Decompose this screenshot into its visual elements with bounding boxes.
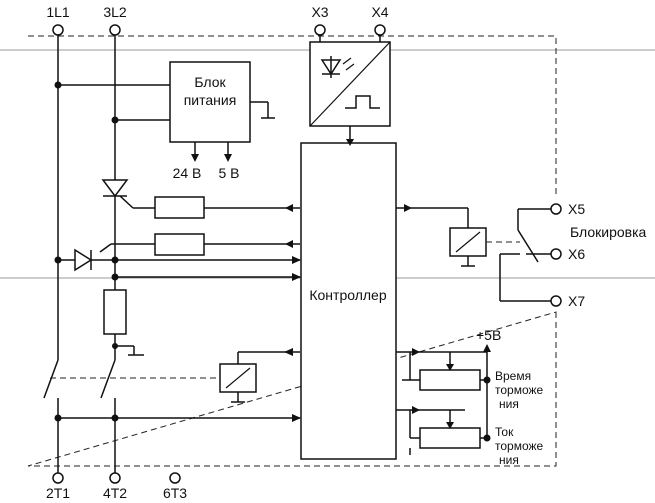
brake-current-label-line1: Ток [495,425,514,439]
thyristor-2 [58,233,300,272]
terminal-2T1[interactable]: 2T1 [46,472,70,501]
brake-time-label-line3: ния [499,397,519,411]
terminal-X4-label: X4 [371,4,388,20]
terminal-1L1[interactable]: 1L1 [46,4,70,36]
power-supply-label-line1: Блок [194,74,226,90]
reference-5v-label: +5В [476,327,501,343]
output-feedback-line [115,414,301,422]
power-supply-label-line2: питания [184,92,237,108]
voltage-sense-lines [115,256,301,281]
controller-label: Контроллер [309,287,386,303]
terminal-X5-label: X5 [568,201,585,217]
terminal-X7[interactable]: X7 [550,293,585,309]
brake-current-label: Ток торможе ния [495,425,544,467]
terminal-6T3[interactable]: 6T3 [163,472,187,501]
terminal-X5[interactable]: X5 [550,201,585,217]
interlock-label: Блокировка [570,224,647,240]
reference-5v-rail: +5В [476,327,501,442]
terminal-2T1-label: 2T1 [46,485,70,501]
phase-L1-line [43,35,170,473]
current-sense-resistor [103,289,144,360]
optocoupler [309,35,391,146]
terminal-1L1-label: 1L1 [46,4,70,20]
brake-time-label: Время торможе ния [495,369,544,411]
terminal-X3-label: X3 [311,4,328,20]
brake-time-potentiometer[interactable] [396,348,487,391]
terminal-4T2-label: 4T2 [103,485,127,501]
controller-block: Контроллер [300,142,397,460]
brake-time-label-line2: торможе [495,383,544,397]
terminal-4T2[interactable]: 4T2 [103,472,127,501]
interlock-relay [396,204,520,267]
power-supply-output-5v: 5 В [218,165,239,181]
power-supply-block: Блок питания 24 В 5 В [169,61,275,181]
terminal-3L2[interactable]: 3L2 [103,4,127,36]
terminal-X7-label: X7 [568,293,585,309]
interlock-contacts [499,208,551,302]
power-supply-output-24v: 24 В [173,165,202,181]
terminal-6T3-label: 6T3 [163,485,187,501]
brake-current-label-line2: торможе [495,439,544,453]
terminal-X4[interactable]: X4 [371,4,389,36]
contactor-coil [219,348,300,403]
terminal-X6-label: X6 [568,246,585,262]
phase-L2-line [100,35,170,473]
device-enclosure [27,35,557,467]
brake-current-label-line3: ния [499,453,519,467]
brake-time-label-line1: Время [495,369,531,383]
brake-current-potentiometer[interactable] [396,406,487,455]
terminal-X6[interactable]: X6 [550,246,585,262]
thyristor-1 [101,179,300,219]
terminal-3L2-label: 3L2 [103,4,127,20]
terminal-X3[interactable]: X3 [311,4,329,36]
